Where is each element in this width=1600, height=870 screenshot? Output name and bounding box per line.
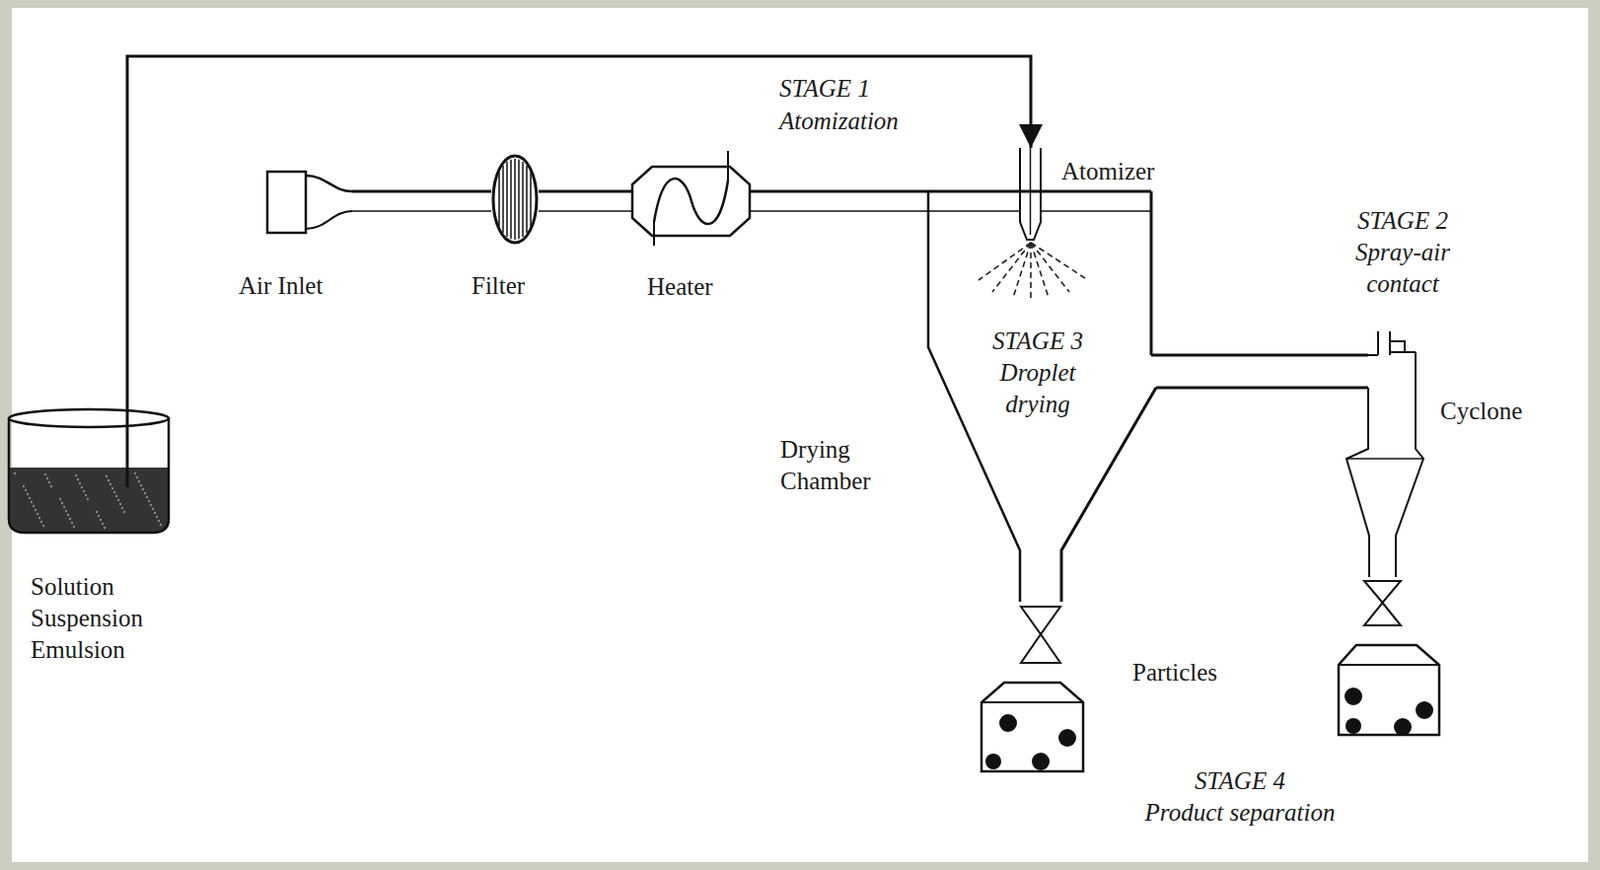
stage-label: STAGE 2 [1326, 205, 1479, 237]
outline-stroke [502, 165, 505, 233]
outline-stroke [1368, 354, 1379, 357]
outline-stroke [1389, 351, 1416, 354]
pipe-line [352, 190, 492, 194]
air-inlet: Air Inlet [267, 171, 353, 233]
outline-stroke [8, 418, 169, 533]
outline-stroke [126, 408, 130, 488]
outline-stroke [517, 159, 520, 240]
outline-stroke [928, 190, 1152, 194]
component-outline [4, 408, 174, 537]
outline-stroke [498, 172, 501, 226]
outline-stroke [509, 159, 512, 240]
chamber-collection-bin [981, 682, 1084, 772]
outline-stroke [1346, 387, 1370, 578]
cyclone-separator: Cyclone [1368, 352, 1416, 578]
liquid-speckle [13, 472, 162, 529]
component-outline [1368, 352, 1416, 578]
feed-beaker: Solution Suspension Emulsion [4, 408, 174, 537]
component-label: Atomizer [1059, 155, 1157, 188]
outline-stroke [1019, 147, 1041, 240]
component-label: Cyclone [1438, 395, 1525, 428]
beaker-rim [8, 409, 169, 428]
component-label: Air Inlet [236, 270, 325, 302]
outline-stroke [513, 158, 516, 240]
stage-label: Product separation [1104, 797, 1376, 829]
outline-stroke [1346, 457, 1424, 460]
outline-stroke [506, 161, 509, 237]
stage-label: Atomization [777, 105, 901, 138]
stage-label: STAGE 4 [1104, 765, 1376, 798]
component-label: Solution Suspension Emulsion [28, 571, 146, 666]
outline-stroke [928, 210, 1020, 213]
stage-label: STAGE 1 [777, 72, 873, 105]
product-label: Particles [1130, 656, 1220, 689]
cyclone-valve [1364, 581, 1401, 626]
outline-stroke [525, 165, 528, 233]
outline-stroke [8, 467, 169, 533]
stage-label: Droplet drying [971, 357, 1104, 421]
pipe-line [538, 190, 633, 194]
component-label: Filter [469, 270, 527, 302]
inlet-box [267, 171, 306, 233]
component-outline [267, 171, 353, 233]
filter-body [493, 155, 537, 243]
cyclone-collection-bin [1338, 645, 1440, 736]
component-outline [491, 153, 539, 245]
component-outline [1019, 147, 1041, 240]
pipe-line [749, 190, 929, 194]
outline-stroke [727, 150, 729, 181]
outline-stroke [305, 211, 353, 229]
outline-stroke [653, 221, 655, 246]
air-heater: Heater [632, 162, 750, 240]
outline-stroke [1040, 210, 1152, 213]
outline-stroke [529, 172, 532, 226]
outline-stroke [305, 175, 353, 192]
air-filter: Filter [491, 153, 539, 245]
chamber-valve [1020, 606, 1061, 663]
duct-lower-wall [1156, 386, 1369, 390]
feed-line [127, 56, 1031, 409]
component-label: Heater [645, 271, 716, 303]
outline-stroke [654, 178, 728, 224]
stage-label: STAGE 3 [971, 325, 1104, 358]
atomizer-nozzle: Atomizer [1019, 147, 1041, 240]
outline-stroke [1395, 352, 1424, 578]
page-ground [11, 7, 1589, 863]
component-label: Drying Chamber [778, 434, 873, 498]
pipe-line [1151, 354, 1369, 358]
spray-jets [978, 242, 1086, 302]
outline-stroke [632, 166, 750, 236]
outline-stroke [521, 161, 524, 237]
stage-label: Spray-air contact [1326, 236, 1479, 300]
outline-stroke [1150, 191, 1154, 356]
component-outline [632, 162, 750, 240]
